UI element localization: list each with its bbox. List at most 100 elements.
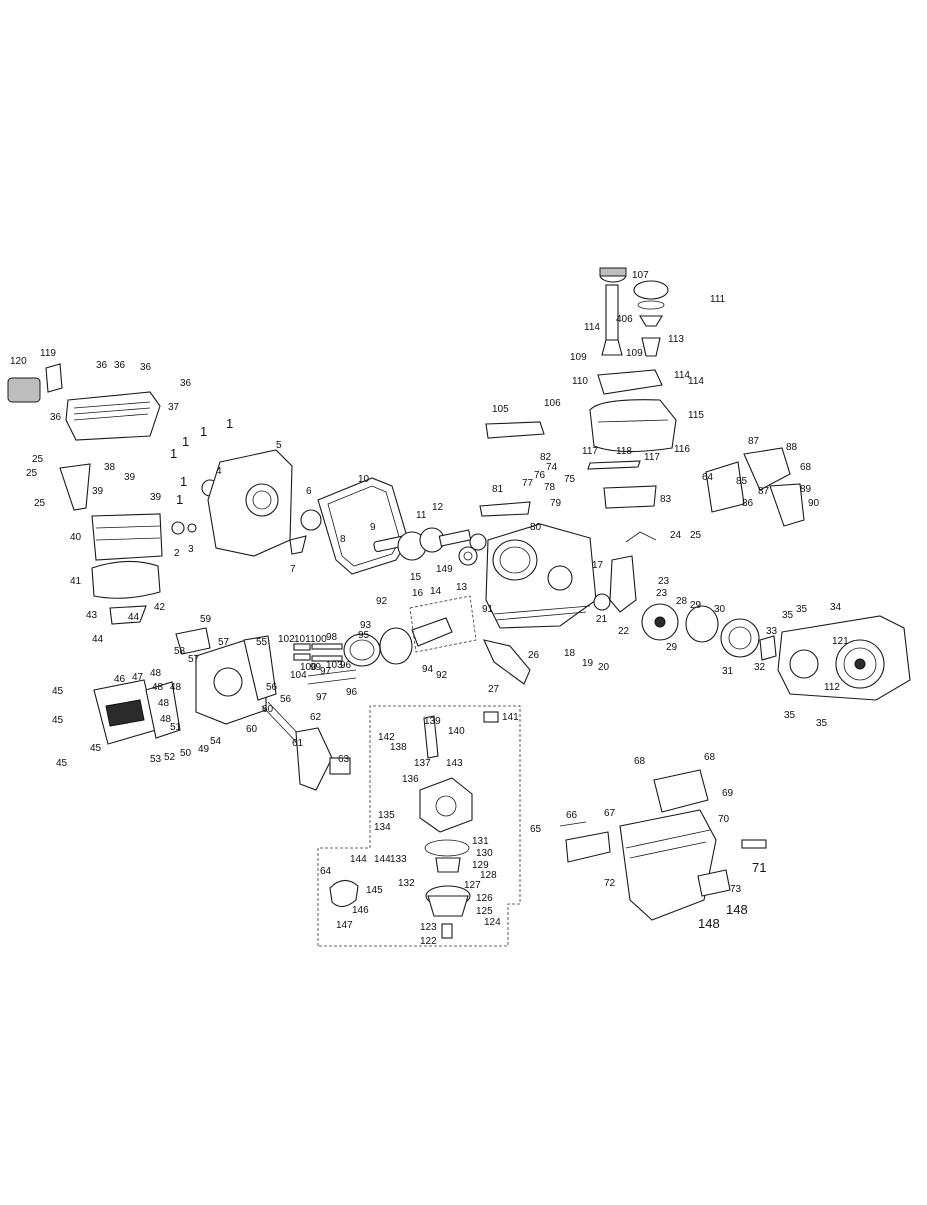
part-label-64: 64 <box>320 866 332 877</box>
part-label-75: 75 <box>564 474 576 485</box>
valve-spring-1 <box>293 643 311 651</box>
part-label-23: 23 <box>658 576 670 587</box>
part-label-35: 35 <box>784 710 796 721</box>
part-label-60: 60 <box>246 724 258 735</box>
rocker-cover-group <box>93 679 181 745</box>
part-label-35: 35 <box>816 718 828 729</box>
air-filter-element <box>329 879 359 908</box>
part-label-148: 148 <box>726 902 748 917</box>
part-label-10: 10 <box>358 474 370 485</box>
part-label-115: 115 <box>688 410 704 421</box>
part-label-90: 90 <box>808 498 820 509</box>
choke-shaft <box>423 715 439 759</box>
muffler-heat-guard <box>91 513 163 561</box>
part-label-13: 13 <box>456 582 468 593</box>
part-label-45: 45 <box>52 686 64 697</box>
crankcase-bore <box>245 483 279 517</box>
carburetor-body <box>419 777 473 833</box>
rocker-cover-badge <box>105 699 145 727</box>
part-label-45: 45 <box>56 758 68 769</box>
part-label-55: 55 <box>256 637 268 648</box>
float-bowl-lower <box>427 895 469 917</box>
part-label-117: 117 <box>582 446 598 457</box>
part-label-39: 39 <box>150 492 162 503</box>
choke-plate <box>769 483 805 527</box>
part-label-51: 51 <box>170 722 182 733</box>
part-label-1: 1 <box>170 446 177 461</box>
part-label-36: 36 <box>114 360 126 371</box>
air-cleaner-duct <box>485 421 545 439</box>
valve-group <box>293 643 357 685</box>
part-label-44: 44 <box>92 634 104 645</box>
part-label-17: 17 <box>592 560 604 571</box>
fuel-strainer <box>641 337 661 357</box>
part-label-144: 144 <box>350 854 367 865</box>
part-label-80: 80 <box>530 522 542 533</box>
part-label-93: 93 <box>360 620 372 631</box>
part-label-149: 149 <box>436 564 453 575</box>
part-label-25: 25 <box>26 468 38 479</box>
part-label-59: 59 <box>200 614 212 625</box>
tank-bracket <box>603 485 657 509</box>
ignition-coil <box>609 555 637 613</box>
part-label-32: 32 <box>754 662 766 673</box>
combustion-chamber <box>213 667 243 697</box>
part-label-37: 37 <box>168 402 180 413</box>
plug-2 <box>171 521 185 535</box>
flywheel-group <box>609 531 777 661</box>
part-label-25: 25 <box>690 530 702 541</box>
flywheel-fan <box>720 618 760 658</box>
part-label-19: 19 <box>582 658 594 669</box>
part-label-94: 94 <box>422 664 434 675</box>
part-label-36: 36 <box>50 412 62 423</box>
part-label-12: 12 <box>432 502 444 513</box>
part-label-22: 22 <box>618 626 630 637</box>
part-label-33: 33 <box>766 626 778 637</box>
part-label-143: 143 <box>446 758 463 769</box>
part-label-67: 67 <box>604 808 616 819</box>
part-label-68: 68 <box>800 462 812 473</box>
part-label-18: 18 <box>564 648 576 659</box>
part-label-101: 101 <box>294 634 311 645</box>
block-base-lines <box>493 605 591 621</box>
part-label-36: 36 <box>96 360 108 371</box>
washer-3 <box>187 523 197 533</box>
piston <box>379 627 413 665</box>
rod-66 <box>559 821 587 827</box>
throttle-lever <box>483 711 499 723</box>
part-label-141: 141 <box>502 712 519 723</box>
part-label-88: 88 <box>786 442 798 453</box>
muffler-body <box>91 560 161 599</box>
part-label-105: 105 <box>492 404 509 415</box>
part-label-39: 39 <box>124 472 136 483</box>
muffler-cover <box>65 391 161 441</box>
alt-fuel-cap <box>633 280 669 300</box>
part-label-48: 48 <box>152 682 164 693</box>
part-label-49: 49 <box>198 744 210 755</box>
oil-seal-21 <box>593 593 611 611</box>
part-label-95: 95 <box>358 630 370 641</box>
part-label-91: 91 <box>482 604 494 615</box>
part-label-124: 124 <box>484 917 501 928</box>
part-label-8: 8 <box>340 534 346 545</box>
valve-stem-1 <box>311 643 343 650</box>
part-label-48: 48 <box>158 698 170 709</box>
part-label-77: 77 <box>522 478 534 489</box>
part-label-40: 40 <box>70 532 82 543</box>
part-label-21: 21 <box>596 614 608 625</box>
part-label-41: 41 <box>70 576 82 587</box>
part-label-121: 121 <box>832 636 849 647</box>
part-label-83: 83 <box>660 494 672 505</box>
part-label-35: 35 <box>782 610 794 621</box>
cylinder-head-group <box>175 627 351 791</box>
crankcase-gasket <box>317 477 409 575</box>
part-label-125: 125 <box>476 906 493 917</box>
part-label-148: 148 <box>698 916 720 931</box>
part-label-45: 45 <box>52 715 64 726</box>
part-label-96: 96 <box>340 660 352 671</box>
part-label-85: 85 <box>736 476 748 487</box>
part-label-78: 78 <box>544 482 556 493</box>
part-label-48: 48 <box>150 668 162 679</box>
float-gasket <box>424 839 470 857</box>
governor-group <box>603 447 805 527</box>
